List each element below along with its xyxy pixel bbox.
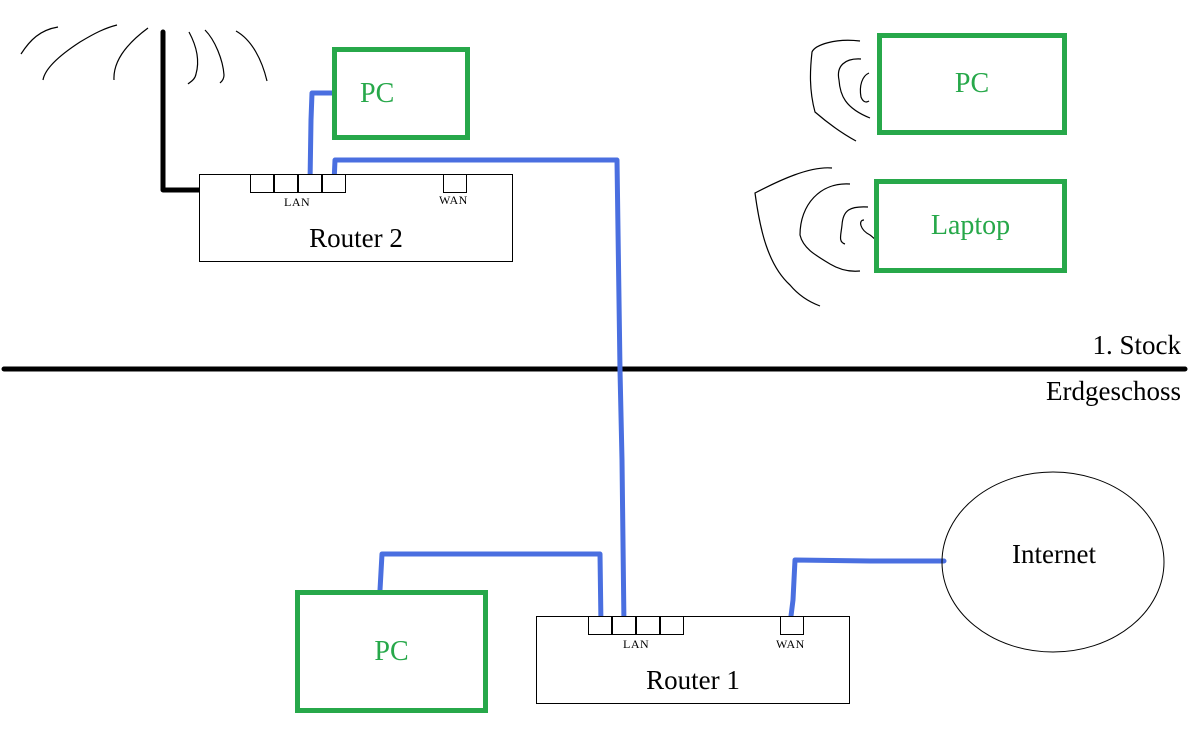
router1[interactable]: LAN WAN Router 1 bbox=[536, 616, 850, 704]
router2-lan-label: LAN bbox=[284, 195, 311, 209]
laptop-wifi-waves-icon bbox=[754, 167, 878, 307]
cable-router2-to-router1 bbox=[331, 157, 627, 629]
router1-lan-label: LAN bbox=[623, 637, 650, 651]
router1-wan-label: WAN bbox=[776, 637, 805, 651]
router2-label: Router 2 bbox=[309, 223, 403, 253]
internet-cloud bbox=[941, 471, 1165, 653]
router1-lan-port-3[interactable] bbox=[636, 616, 660, 635]
router2-lan-port-1[interactable] bbox=[250, 174, 274, 193]
router2-wan-label: WAN bbox=[439, 193, 468, 207]
antenna-wifi-waves-icon bbox=[20, 24, 268, 85]
pc-upper-wired-label: PC bbox=[360, 77, 395, 109]
router2-antenna bbox=[160, 29, 203, 193]
pc-wifi-waves-icon bbox=[809, 39, 871, 142]
router2[interactable]: LAN WAN Router 2 bbox=[199, 174, 513, 262]
router1-lan-port-2[interactable] bbox=[612, 616, 636, 635]
floor-label-upper: 1. Stock bbox=[1092, 330, 1181, 360]
router1-label: Router 1 bbox=[646, 665, 740, 695]
cable-router1-to-internet bbox=[787, 557, 947, 627]
internet-label: Internet bbox=[1012, 539, 1096, 569]
pc-ground-wired[interactable]: PC bbox=[295, 590, 488, 713]
floor-label-ground: Erdgeschoss bbox=[1046, 376, 1181, 406]
router2-lan-port-3[interactable] bbox=[298, 174, 322, 193]
cable-pc-upper-to-router2 bbox=[307, 90, 337, 186]
laptop-upper-wifi[interactable]: Laptop bbox=[874, 179, 1067, 273]
pc-upper-wired[interactable]: PC bbox=[332, 47, 470, 140]
router2-lan-port-2[interactable] bbox=[274, 174, 298, 193]
router1-lan-port-1[interactable] bbox=[588, 616, 612, 635]
cable-pc-ground-to-router1 bbox=[377, 551, 604, 629]
pc-ground-wired-label: PC bbox=[374, 635, 409, 667]
router2-lan-port-4[interactable] bbox=[322, 174, 346, 193]
pc-upper-wifi-label: PC bbox=[954, 68, 990, 99]
laptop-upper-wifi-label: Laptop bbox=[930, 210, 1011, 241]
router1-lan-port-4[interactable] bbox=[660, 616, 684, 635]
router1-wan-port[interactable] bbox=[780, 616, 804, 635]
pc-upper-wifi[interactable]: PC bbox=[877, 33, 1067, 135]
router2-wan-port[interactable] bbox=[443, 174, 467, 193]
